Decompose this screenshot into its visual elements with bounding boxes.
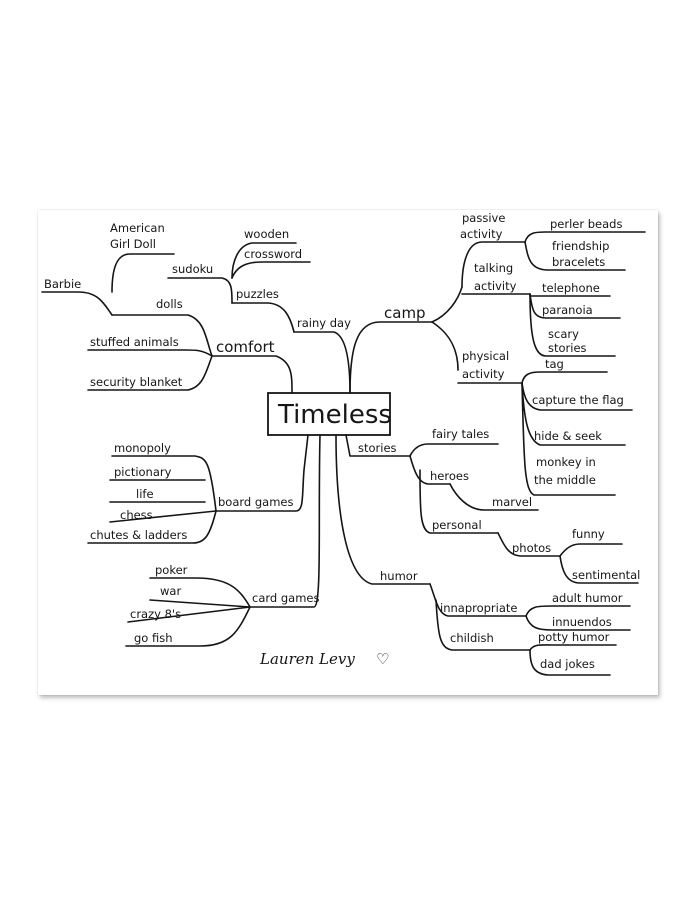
node-comfort: comfort: [216, 338, 275, 356]
node-poker: poker: [155, 563, 188, 577]
node-crossword: crossword: [244, 247, 302, 261]
node-adult-humor: adult humor: [552, 591, 623, 605]
node-perler-beads: perler beads: [550, 217, 622, 231]
node-innapropriate: innapropriate: [440, 601, 518, 615]
node-passive-line1: passive: [462, 211, 505, 225]
node-crazy-8s: crazy 8's: [130, 607, 181, 621]
node-heroes: heroes: [430, 469, 469, 483]
node-childish: childish: [450, 631, 494, 645]
node-photos: photos: [512, 541, 551, 555]
center-box: [267, 392, 391, 436]
node-talking-line2: activity: [474, 279, 517, 293]
node-paranoia: paranoia: [542, 303, 593, 317]
node-american-girl-line1: American: [110, 221, 165, 235]
node-talking-line1: talking: [474, 261, 513, 275]
node-camp: camp: [384, 304, 426, 322]
node-war: war: [160, 584, 181, 598]
node-chutes-ladders: chutes & ladders: [90, 528, 187, 542]
node-monkey-line2: the middle: [534, 473, 596, 487]
node-monopoly: monopoly: [114, 441, 171, 455]
node-american-girl-line2: Girl Doll: [110, 237, 156, 251]
node-personal: personal: [432, 518, 482, 532]
node-humor: humor: [380, 569, 418, 583]
node-dad-jokes: dad jokes: [540, 657, 595, 671]
connector-lines: [41, 231, 646, 676]
node-puzzles: puzzles: [236, 287, 279, 301]
node-innuendos: innuendos: [552, 615, 612, 629]
node-physical-line2: activity: [462, 367, 505, 381]
node-stuffed-animals: stuffed animals: [90, 335, 179, 349]
center-label: Timeless: [277, 400, 392, 430]
node-board-games: board games: [218, 495, 293, 509]
node-scary-line1: scary: [548, 327, 579, 341]
node-security-blanket: security blanket: [90, 375, 183, 389]
node-barbie: Barbie: [44, 277, 81, 291]
node-passive-line2: activity: [460, 227, 503, 241]
node-friendship-line1: friendship: [552, 239, 609, 253]
signature: Lauren Levy: [259, 650, 355, 668]
node-marvel: marvel: [492, 495, 532, 509]
paper-sheet: [38, 210, 658, 695]
node-capture-the-flag: capture the flag: [532, 393, 624, 407]
heart-icon: ♡: [376, 650, 389, 668]
node-life: life: [136, 487, 154, 501]
node-sentimental: sentimental: [572, 568, 640, 582]
node-sudoku: sudoku: [172, 262, 213, 276]
node-wooden: wooden: [244, 227, 289, 241]
node-monkey-line1: monkey in: [536, 455, 596, 469]
node-labels: comfort dolls Barbie American Girl Doll …: [44, 211, 640, 671]
node-rainy-day: rainy day: [297, 316, 351, 330]
node-telephone: telephone: [542, 281, 600, 295]
node-card-games: card games: [252, 591, 319, 605]
node-tag: tag: [545, 357, 564, 371]
node-physical-line1: physical: [462, 349, 509, 363]
node-chess: chess: [120, 508, 153, 522]
node-potty-humor: potty humor: [538, 630, 610, 644]
node-scary-line2: stories: [548, 341, 587, 355]
node-friendship-line2: bracelets: [552, 255, 605, 269]
node-funny: funny: [572, 527, 605, 541]
node-fairy-tales: fairy tales: [432, 427, 489, 441]
node-stories: stories: [358, 441, 397, 455]
node-hide-seek: hide & seek: [534, 429, 602, 443]
node-go-fish: go fish: [134, 631, 173, 645]
node-dolls: dolls: [156, 297, 183, 311]
node-pictionary: pictionary: [114, 465, 172, 479]
